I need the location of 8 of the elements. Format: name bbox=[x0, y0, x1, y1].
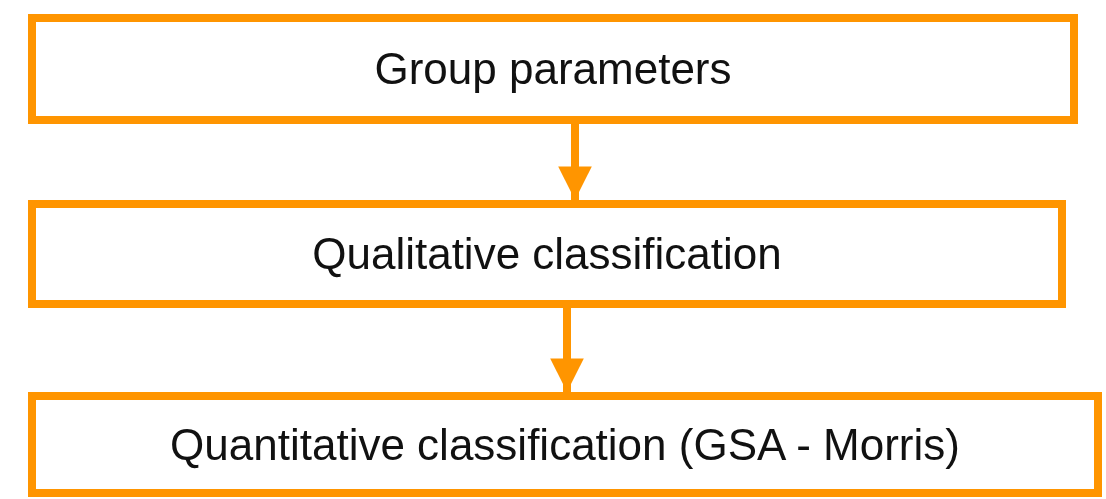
box-label: Quantitative classification (GSA - Morris) bbox=[170, 419, 960, 470]
arrow bbox=[558, 124, 592, 200]
process-box bbox=[28, 14, 1078, 124]
process-box bbox=[28, 392, 1102, 497]
box-label: Qualitative classification bbox=[312, 229, 782, 279]
box-label: Group parameters bbox=[374, 44, 732, 94]
arrow bbox=[550, 308, 584, 392]
process-box bbox=[28, 200, 1066, 308]
